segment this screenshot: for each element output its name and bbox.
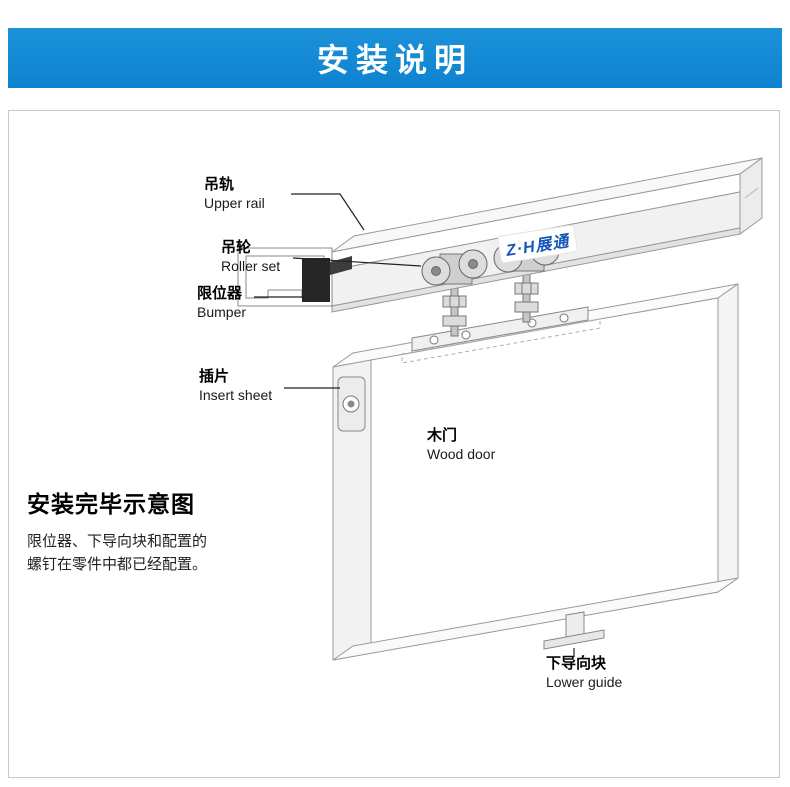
caption-title: 安装完毕示意图 <box>27 491 195 517</box>
label-wood-door: 木门 Wood door <box>427 427 495 463</box>
label-roller-set-zh: 吊轮 <box>221 239 252 256</box>
label-insert-sheet-zh: 插片 <box>199 368 230 385</box>
label-upper-rail: 吊轨 Upper rail <box>204 176 265 212</box>
label-upper-rail-zh: 吊轨 <box>204 176 235 193</box>
label-wood-door-zh: 木门 <box>427 427 458 444</box>
label-bumper-en: Bumper <box>197 304 247 320</box>
label-roller-set-en: Roller set <box>221 258 281 274</box>
label-roller-set: 吊轮 Roller set <box>221 239 280 275</box>
header-banner: 安装说明 <box>8 28 782 88</box>
label-insert-sheet: 插片 Insert sheet <box>199 368 272 404</box>
diagram-panel <box>8 110 780 778</box>
page-title: 安装说明 <box>316 42 473 78</box>
label-bumper: 限位器 Bumper <box>197 285 246 321</box>
caption-body: 限位器、下导向块和配置的 螺钉在零件中都已经配置。 <box>27 530 207 576</box>
caption-line-2: 螺钉在零件中都已经配置。 <box>27 556 208 573</box>
label-upper-rail-en: Upper rail <box>204 195 265 211</box>
label-lower-guide-en: Lower guide <box>546 674 623 690</box>
label-insert-sheet-en: Insert sheet <box>199 387 273 403</box>
label-lower-guide-zh: 下导向块 <box>546 655 607 672</box>
label-bumper-zh: 限位器 <box>197 285 243 302</box>
label-wood-door-en: Wood door <box>427 446 496 462</box>
caption-line-1: 限位器、下导向块和配置的 <box>27 533 208 550</box>
label-lower-guide: 下导向块 Lower guide <box>546 655 622 691</box>
